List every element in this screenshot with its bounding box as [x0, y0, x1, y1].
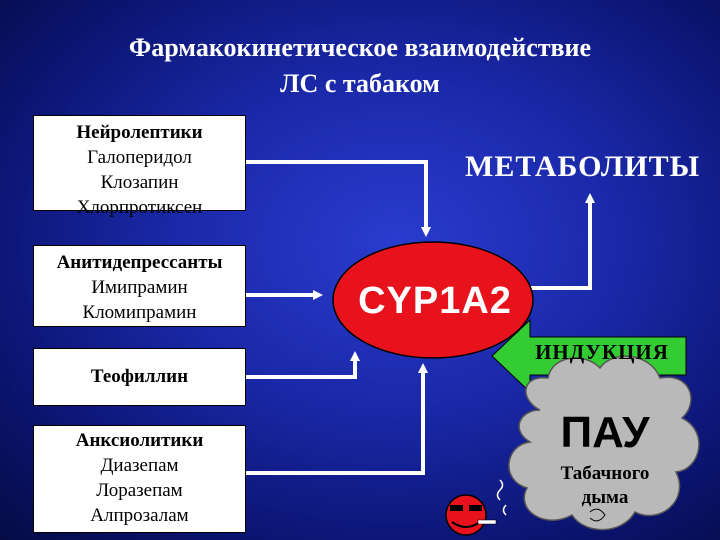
group-heading: Анитидепрессанты: [56, 252, 223, 273]
group-heading: Нейролептики: [76, 122, 203, 143]
drug-name: Алпрозалам: [90, 505, 189, 526]
pah-line-2: дыма: [581, 487, 629, 508]
arrow-theophylline-to-cyp: [246, 351, 360, 379]
pah-title: ПАУ: [560, 408, 650, 457]
drug-name: Хлорпротиксен: [76, 197, 203, 218]
anxiolytics-box: Анксиолитики Диазепам Лоразепам Алпрозал…: [33, 425, 246, 533]
drug-name: Лоразепам: [96, 480, 183, 501]
group-heading: Анксиолитики: [75, 430, 204, 451]
title-line-2: ЛС с табаком: [280, 69, 440, 98]
antidepressants-box: Анитидепрессанты Имипрамин Кломипрамин: [33, 245, 246, 327]
pah-line-1: Табачного: [560, 463, 650, 484]
arrow-anxiolytics-to-cyp: [246, 363, 428, 475]
pah-subtitle: Табачного дыма: [530, 462, 680, 510]
drug-name: Клозапин: [100, 172, 179, 193]
metabolites-label: МЕТАБОЛИТЫ: [465, 150, 701, 183]
drug-name: Галоперидол: [87, 147, 192, 168]
drug-name: Кломипрамин: [82, 302, 197, 323]
induction-label: ИНДУКЦИЯ: [535, 340, 669, 364]
arrow-cyp-to-metabolites: [515, 193, 595, 290]
pah-cloud: [508, 355, 700, 531]
theophylline-box: Теофиллин: [33, 348, 246, 406]
neuroleptics-box: Нейролептики Галоперидол Клозапин Хлорпр…: [33, 115, 246, 218]
enzyme-label: CYP1A2: [358, 280, 512, 322]
drug-name: Диазепам: [100, 455, 179, 476]
drug-name: Имипрамин: [91, 277, 188, 298]
arrow-neuroleptics-to-cyp: [246, 160, 431, 237]
title-line-1: Фармакокинетическое взаимодействие: [128, 33, 592, 62]
page-title: Фармакокинетическое взаимодействие ЛС с …: [0, 30, 720, 102]
cyp-ellipse: [332, 241, 534, 359]
smoking-face-icon: [445, 479, 606, 536]
group-heading: Теофиллин: [90, 366, 189, 387]
